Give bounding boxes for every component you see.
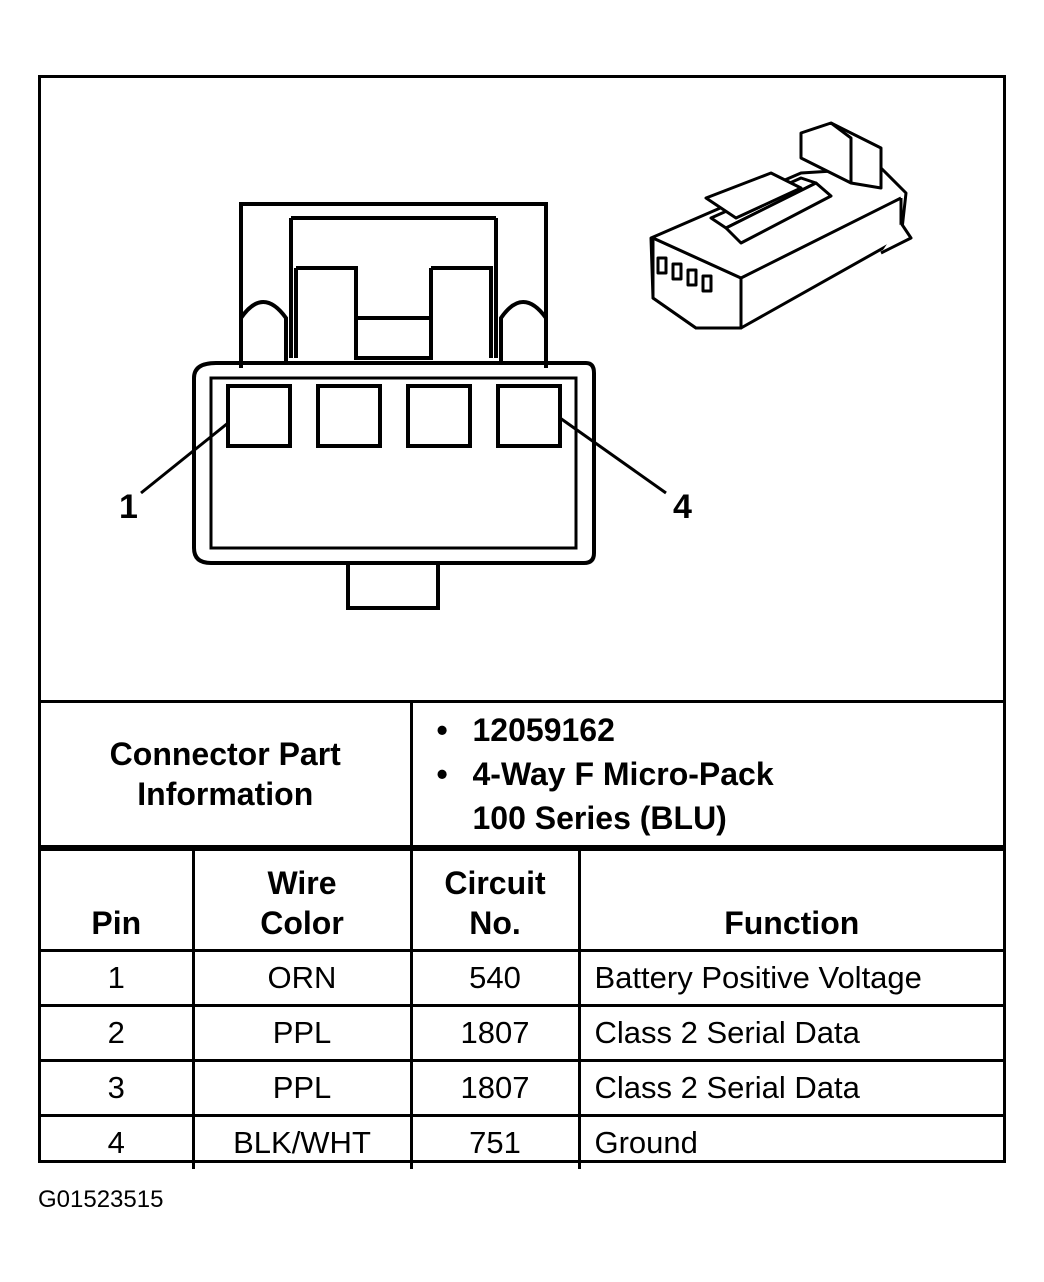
pin-cell: 4 — [41, 1114, 195, 1169]
connector-part-number: 12059162 — [437, 708, 1004, 752]
pin-cell: 3 — [41, 1059, 195, 1117]
circuit-cell: 1807 — [409, 1004, 581, 1062]
function-cell: Class 2 Serial Data — [577, 1004, 1003, 1062]
pin-label-1: 1 — [119, 488, 138, 526]
header-function: Function — [577, 848, 1003, 952]
circuit-cell: 751 — [409, 1114, 581, 1169]
connector-description: 4-Way F Micro-Pack 100 Series (BLU) — [437, 752, 833, 840]
pin-table-header: Pin Wire Color Circuit No. Function — [41, 848, 1003, 952]
connector-info-values: 12059162 4-Way F Micro-Pack 100 Series (… — [409, 700, 1004, 848]
circuit-cell: 1807 — [409, 1059, 581, 1117]
wire-color-cell: PPL — [191, 1004, 413, 1062]
connector-drawing: 1 4 — [119, 121, 913, 610]
connector-info-label: Connector Part Information — [41, 700, 413, 848]
pin-label-4: 4 — [673, 488, 692, 526]
diagram-frame: 1 4 Connector Part Information — [38, 75, 1006, 1169]
function-cell: Class 2 Serial Data — [577, 1059, 1003, 1117]
connector-isometric-view — [649, 121, 913, 330]
header-wire-color: Wire Color — [191, 848, 413, 952]
circuit-cell: 540 — [409, 949, 581, 1007]
function-cell: Battery Positive Voltage — [577, 949, 1003, 1007]
header-pin: Pin — [41, 848, 195, 952]
pin-cell: 1 — [41, 949, 195, 1007]
function-cell: Ground — [577, 1114, 1003, 1169]
table-row: 4 BLK/WHT 751 Ground — [41, 1114, 1003, 1169]
wire-color-cell: ORN — [191, 949, 413, 1007]
header-circuit-no: Circuit No. — [409, 848, 581, 952]
connector-info-label-text: Connector Part Information — [109, 736, 341, 812]
table-row: 2 PPL 1807 Class 2 Serial Data — [41, 1004, 1003, 1062]
table-row: 3 PPL 1807 Class 2 Serial Data — [41, 1059, 1003, 1117]
wire-color-cell: PPL — [191, 1059, 413, 1117]
connector-info-table: Connector Part Information 12059162 4-Wa… — [41, 700, 1003, 848]
connector-face-view — [140, 202, 667, 610]
figure-id: G01523515 — [38, 1186, 164, 1213]
table-row: 1 ORN 540 Battery Positive Voltage — [41, 949, 1003, 1007]
pin-table: Pin Wire Color Circuit No. Function 1 OR… — [41, 848, 1003, 1169]
wire-color-cell: BLK/WHT — [191, 1114, 413, 1169]
pin-cell: 2 — [41, 1004, 195, 1062]
